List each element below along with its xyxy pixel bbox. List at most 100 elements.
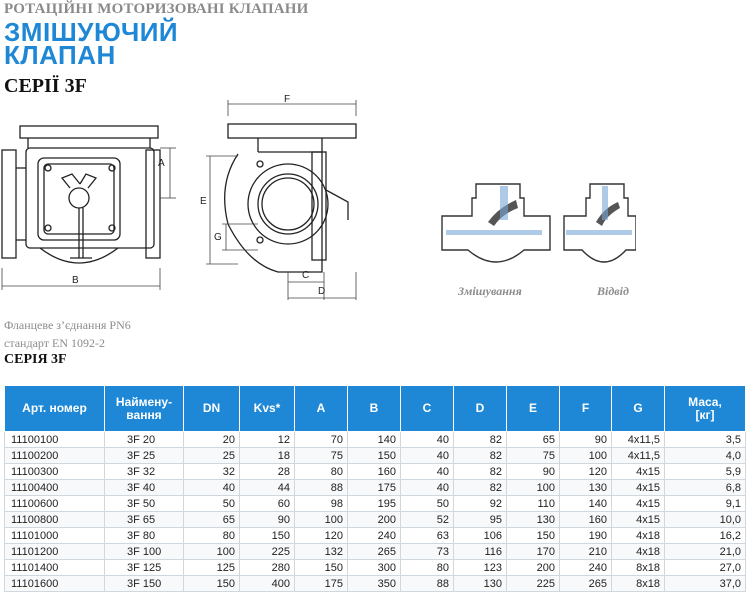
column-header: DN	[183, 385, 240, 432]
table-cell: 4x11,5	[611, 431, 665, 448]
note-standard: стандарт EN 1092-2	[4, 336, 105, 350]
table-cell: 4x15	[611, 479, 665, 496]
table-cell: 82	[453, 431, 507, 448]
table-cell: 160	[347, 463, 401, 480]
dim-label-d: D	[318, 286, 325, 297]
table-cell: 6,8	[664, 479, 746, 496]
table-cell: 50	[183, 495, 240, 512]
table-cell: 40	[400, 463, 454, 480]
table-cell: 82	[453, 447, 507, 464]
table-cell: 11100800	[4, 511, 105, 528]
table-cell: 140	[559, 495, 612, 512]
table-cell: 225	[239, 543, 295, 560]
table-cell: 11101000	[4, 527, 105, 544]
table-cell: 210	[559, 543, 612, 560]
table-cell: 10,0	[664, 511, 746, 528]
table-cell: 150	[294, 559, 348, 576]
table-cell: 52	[400, 511, 454, 528]
table-cell: 11101400	[4, 559, 105, 576]
column-header: C	[400, 385, 454, 432]
table-cell: 150	[239, 527, 295, 544]
table-cell: 40	[400, 447, 454, 464]
table-cell: 21,0	[664, 543, 746, 560]
table-cell: 110	[506, 495, 560, 512]
table-cell: 4x18	[611, 543, 665, 560]
table-cell: 90	[559, 431, 612, 448]
dim-label-a: A	[158, 158, 165, 169]
table-cell: 40	[400, 479, 454, 496]
table-cell: 27,0	[664, 559, 746, 576]
table-cell: 130	[453, 575, 507, 592]
table-cell: 90	[239, 511, 295, 528]
table-cell: 95	[453, 511, 507, 528]
table-cell: 3F 50	[104, 495, 184, 512]
table-cell: 4x15	[611, 495, 665, 512]
table-cell: 123	[453, 559, 507, 576]
table-cell: 130	[506, 511, 560, 528]
dim-label-f: F	[284, 94, 290, 105]
table-cell: 100	[506, 479, 560, 496]
dim-label-c: C	[302, 270, 309, 281]
table-cell: 63	[400, 527, 454, 544]
table-cell: 4x15	[611, 463, 665, 480]
table-cell: 40	[400, 431, 454, 448]
table-cell: 11100600	[4, 495, 105, 512]
table-cell: 4x15	[611, 511, 665, 528]
table-cell: 3F 32	[104, 463, 184, 480]
table-cell: 120	[294, 527, 348, 544]
table-cell: 82	[453, 479, 507, 496]
column-header: Kvs*	[239, 385, 295, 432]
table-cell: 200	[347, 511, 401, 528]
table-cell: 65	[183, 511, 240, 528]
table-cell: 175	[294, 575, 348, 592]
table-cell: 225	[506, 575, 560, 592]
table-cell: 80	[400, 559, 454, 576]
table-cell: 400	[239, 575, 295, 592]
column-header: E	[506, 385, 560, 432]
table-cell: 100	[559, 447, 612, 464]
table-cell: 65	[506, 431, 560, 448]
column-header: Маса,[кг]	[664, 385, 746, 432]
table-cell: 265	[559, 575, 612, 592]
table-cell: 98	[294, 495, 348, 512]
table-cell: 200	[506, 559, 560, 576]
table-cell: 130	[559, 479, 612, 496]
table-cell: 125	[183, 559, 240, 576]
table-cell: 150	[183, 575, 240, 592]
table-cell: 106	[453, 527, 507, 544]
table-cell: 12	[239, 431, 295, 448]
page-title: ЗМІШУЮЧИЙ КЛАПАН	[4, 17, 179, 68]
table-cell: 75	[294, 447, 348, 464]
table-cell: 3F 150	[104, 575, 184, 592]
table-cell: 80	[294, 463, 348, 480]
flow-schemes-drawing	[441, 183, 636, 263]
series-subheading: СЕРІЯ 3F	[4, 352, 67, 367]
table-cell: 16,2	[664, 527, 746, 544]
table-cell: 3,5	[664, 431, 746, 448]
table-cell: 3F 40	[104, 479, 184, 496]
table-cell: 70	[294, 431, 348, 448]
table-cell: 28	[239, 463, 295, 480]
column-header: F	[559, 385, 612, 432]
header-subtitle: РОТАЦІЙНІ МОТОРИЗОВАНІ КЛАПАНИ	[4, 1, 309, 17]
column-header: Арт. номер	[4, 385, 105, 432]
table-cell: 44	[239, 479, 295, 496]
table-cell: 40	[183, 479, 240, 496]
table-cell: 9,1	[664, 495, 746, 512]
column-header: B	[347, 385, 401, 432]
table-cell: 3F 20	[104, 431, 184, 448]
table-cell: 100	[183, 543, 240, 560]
table-cell: 18	[239, 447, 295, 464]
table-cell: 3F 80	[104, 527, 184, 544]
title-line-1: ЗМІШУЮЧИЙ	[4, 17, 179, 47]
table-cell: 175	[347, 479, 401, 496]
